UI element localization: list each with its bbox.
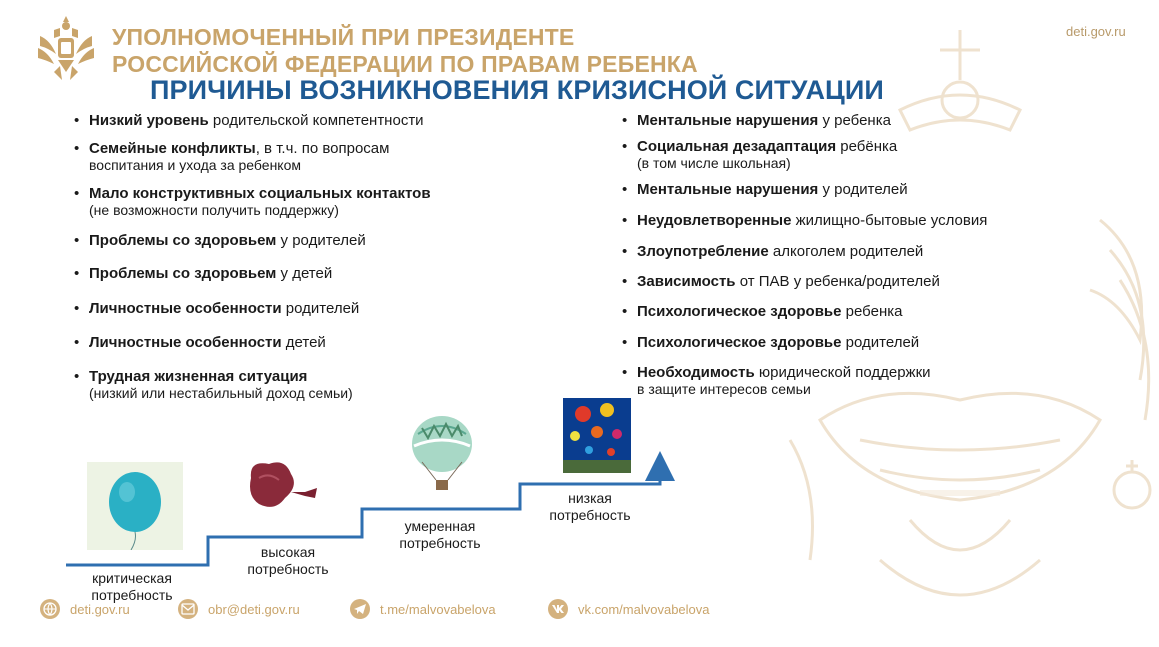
- footer-vk[interactable]: vk.com/malvovabelova: [548, 598, 710, 620]
- org-title: УПОЛНОМОЧЕННЫЙ ПРИ ПРЕЗИДЕНТЕ РОССИЙСКОЙ…: [112, 24, 698, 78]
- emblem-watermark: [788, 30, 1152, 597]
- globe-icon: [40, 599, 60, 619]
- footer-vk-text: vk.com/malvovabelova: [578, 601, 710, 617]
- list-item: Проблемы со здоровьем у родителей: [74, 232, 366, 249]
- footer-site-text: deti.gov.ru: [70, 601, 130, 617]
- list-item: Мало конструктивных социальных контактов…: [74, 185, 431, 219]
- list-item: Злоупотребление алкоголем родителей: [622, 243, 923, 260]
- list-item: Трудная жизненная ситуация(низкий или не…: [74, 368, 353, 402]
- deflated-balloon-image: [87, 462, 183, 550]
- footer-telegram[interactable]: t.me/malvovabelova: [350, 598, 496, 620]
- org-title-line1: УПОЛНОМОЧЕННЫЙ ПРИ ПРЕЗИДЕНТЕ: [112, 24, 575, 50]
- list-item: Семейные конфликты, в т.ч. по вопросамво…: [74, 140, 389, 174]
- list-item: Проблемы со здоровьем у детей: [74, 265, 332, 282]
- list-item: Неудовлетворенные жилищно-бытовые услови…: [622, 212, 987, 229]
- list-item: Ментальные нарушения у ребенка: [622, 112, 891, 129]
- footer-telegram-text: t.me/malvovabelova: [380, 601, 496, 617]
- list-item: Личностные особенности родителей: [74, 300, 359, 317]
- list-item: Психологическое здоровье ребенка: [622, 303, 902, 320]
- list-item: Психологическое здоровье родителей: [622, 334, 919, 351]
- footer-site[interactable]: deti.gov.ru: [40, 598, 130, 620]
- list-item: Зависимость от ПАВ у ребенка/родителей: [622, 273, 940, 290]
- hot-air-balloon-image: [412, 416, 472, 490]
- list-item: Социальная дезадаптация ребёнка(в том чи…: [622, 138, 897, 172]
- list-item: Низкий уровень родительской компетентнос…: [74, 112, 424, 129]
- telegram-icon: [350, 599, 370, 619]
- org-title-line2: РОССИЙСКОЙ ФЕДЕРАЦИИ ПО ПРАВАМ РЕБЕНКА: [112, 51, 698, 77]
- vk-icon: [548, 599, 568, 619]
- footer-email-text: obr@deti.gov.ru: [208, 601, 300, 617]
- coat-of-arms-icon: [38, 16, 94, 80]
- header-site-link[interactable]: deti.gov.ru: [1066, 24, 1126, 39]
- balloons-sky-image: [563, 398, 631, 473]
- list-item: Личностные особенности детей: [74, 334, 326, 351]
- list-item: Ментальные нарушения у родителей: [622, 181, 908, 198]
- popped-balloon-image: [250, 462, 317, 507]
- mail-icon: [178, 599, 198, 619]
- slide-title: ПРИЧИНЫ ВОЗНИКНОВЕНИЯ КРИЗИСНОЙ СИТУАЦИИ: [150, 75, 884, 105]
- footer-email[interactable]: obr@deti.gov.ru: [178, 598, 300, 620]
